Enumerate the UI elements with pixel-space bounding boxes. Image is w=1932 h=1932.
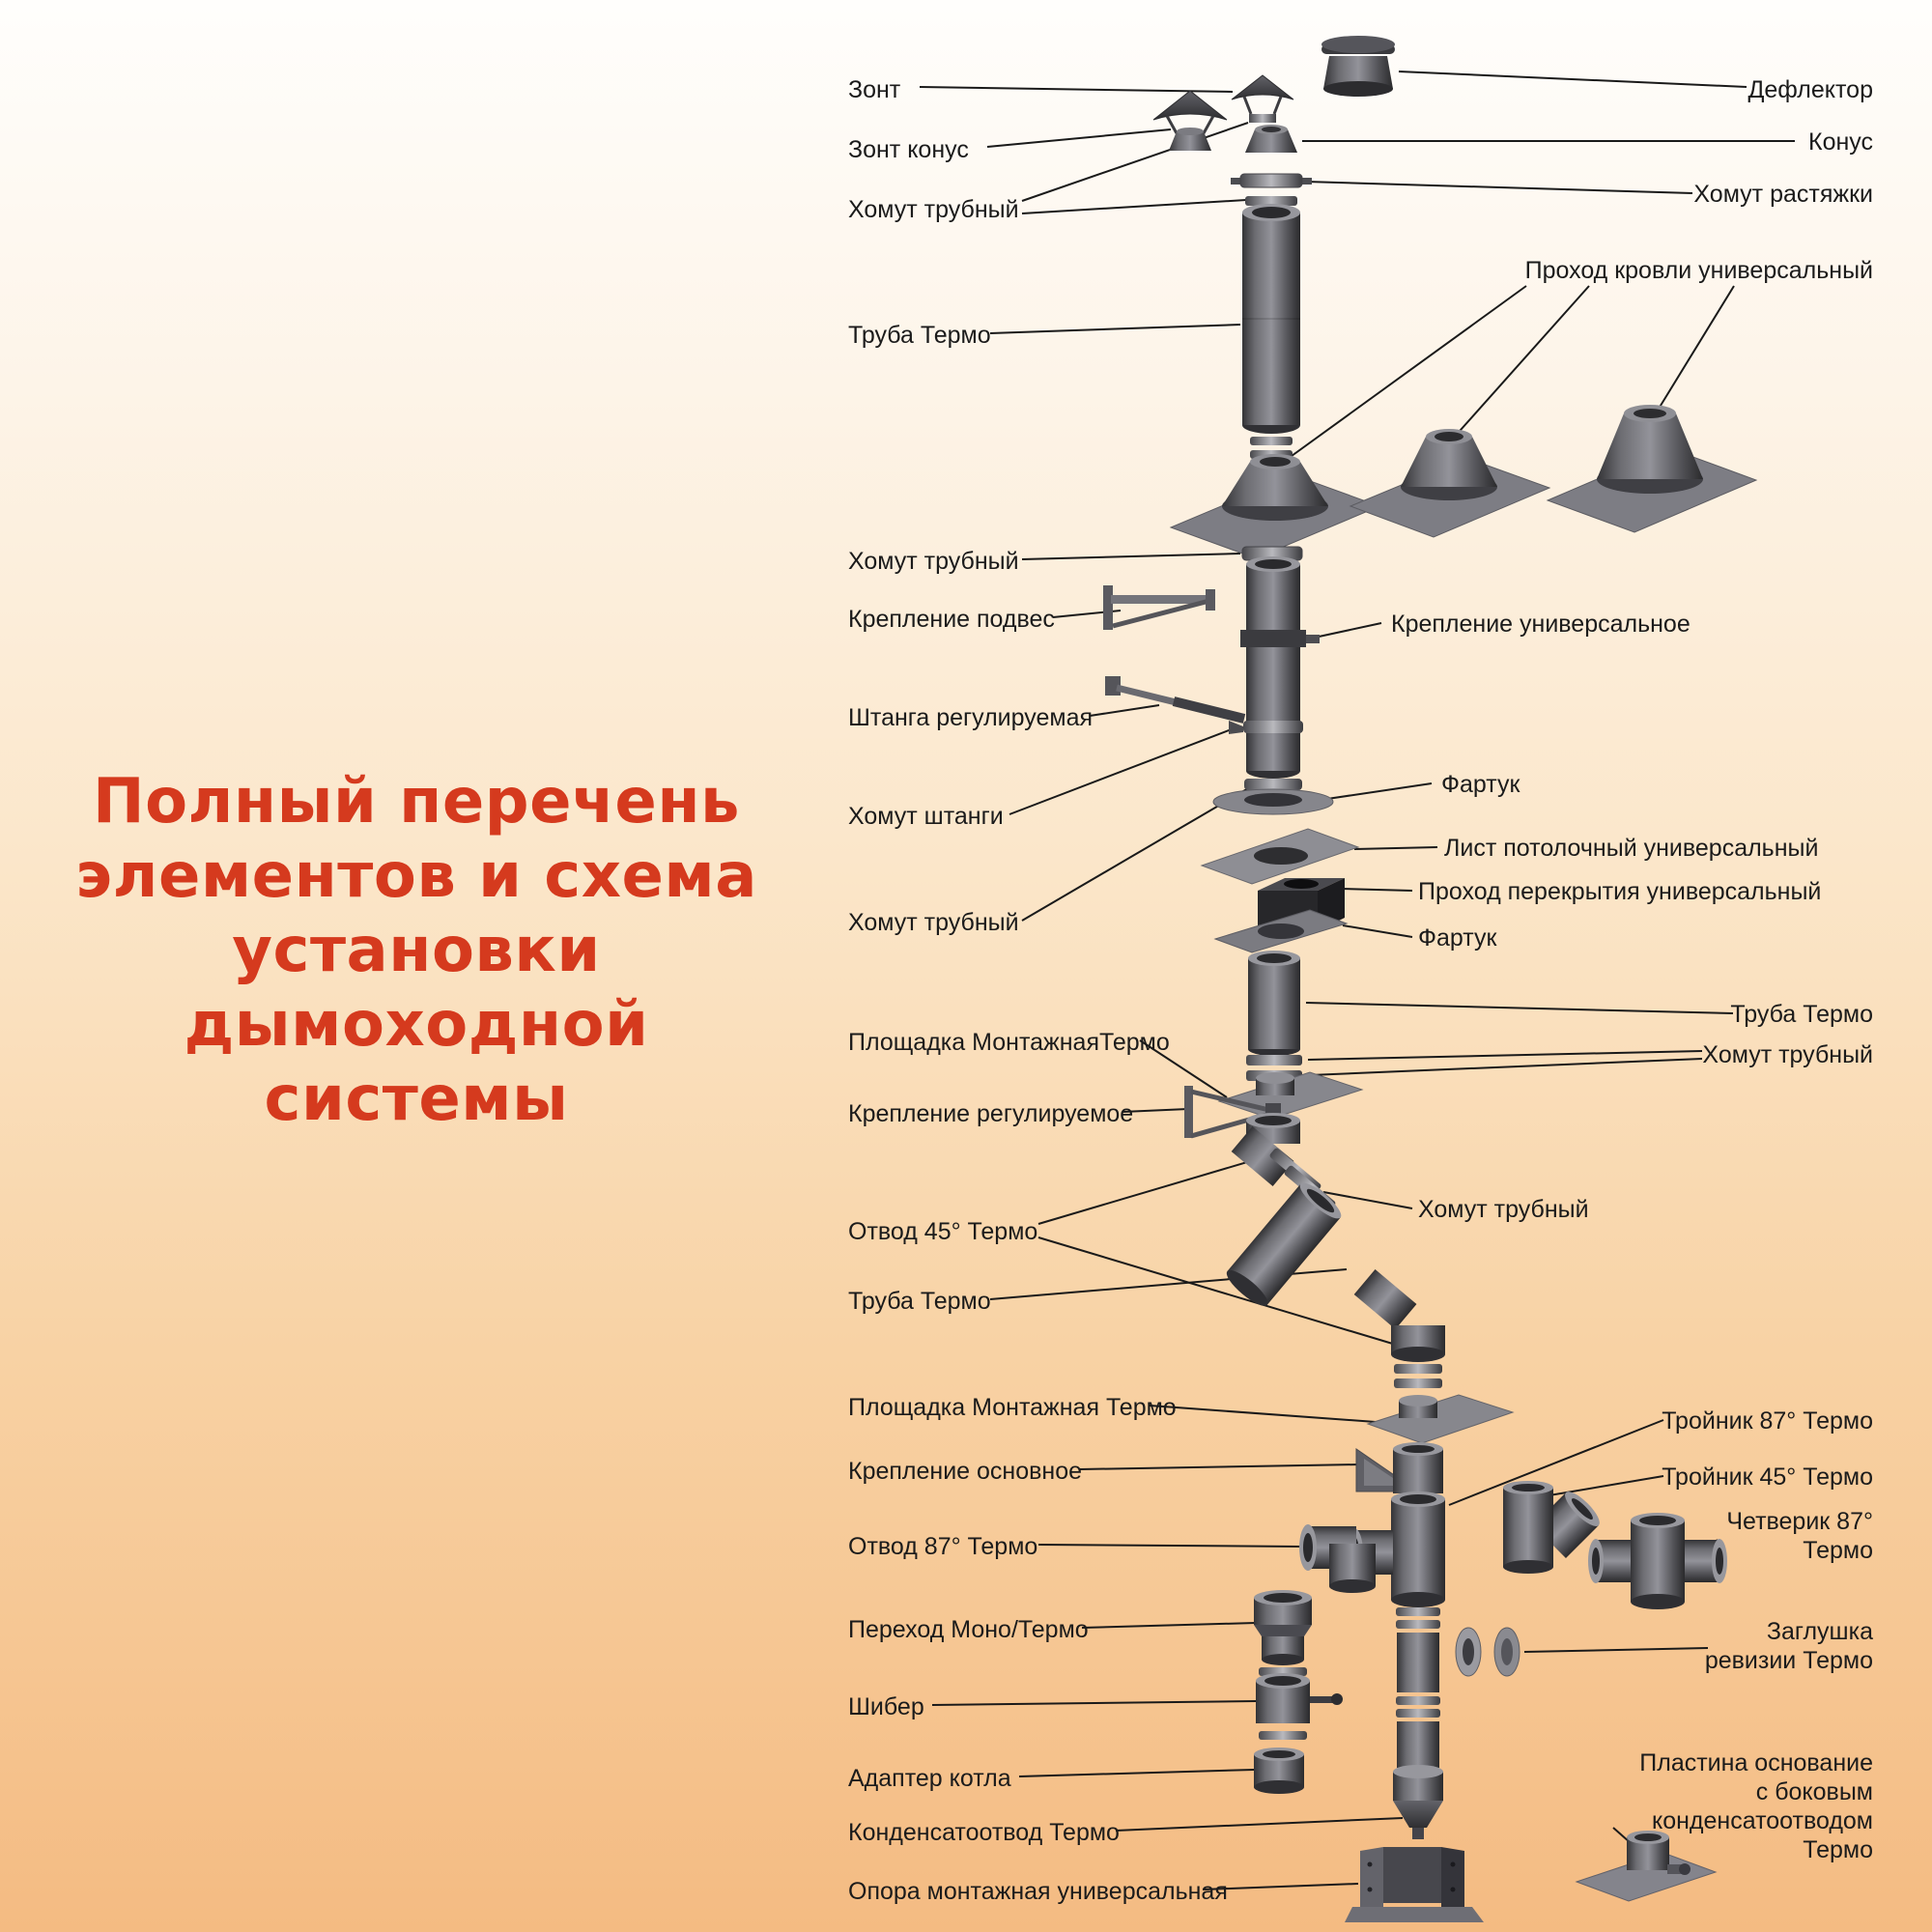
title-line-5: системы	[264, 1064, 569, 1135]
label-chetverik-87-termo: Четверик 87° Термо	[1726, 1508, 1873, 1564]
part-konus	[1245, 125, 1297, 153]
part-list-potolochny	[1200, 828, 1360, 885]
part-adapter-kotla	[1254, 1747, 1304, 1794]
part-truba-termo-1	[1242, 204, 1300, 434]
label-fartuk-1: Фартук	[1441, 771, 1520, 798]
part-homut-trubny-3	[1244, 779, 1302, 790]
label-kreplenie-universalnoe: Крепление универсальное	[1391, 611, 1690, 638]
label-shiber: Шибер	[848, 1693, 924, 1720]
part-perehod-mono-termo	[1254, 1590, 1312, 1665]
part-shiber	[1256, 1667, 1343, 1740]
label-fartuk-2: Фартук	[1418, 924, 1497, 952]
label-troinik-45-termo: Тройник 45° Термо	[1662, 1463, 1873, 1491]
label-homut-rastyazhki: Хомут растяжки	[1693, 181, 1873, 208]
part-joint-rings-2	[1394, 1364, 1442, 1388]
part-zaglushka-revizii	[1455, 1627, 1520, 1677]
label-truba-termo-3: Труба Термо	[1730, 1001, 1873, 1028]
label-opora-montazhnaya: Опора монтажная универсальная	[848, 1878, 1228, 1905]
leader-lines	[919, 71, 1795, 1890]
part-kondensatootvod	[1393, 1765, 1443, 1839]
part-truba-termo-2	[1246, 556, 1300, 779]
label-homut-trubny-1: Хомут трубный	[848, 196, 1019, 223]
title-line-4: дымоходной	[184, 989, 649, 1061]
label-zont: Зонт	[848, 76, 901, 103]
label-zaglushka-revizii: Заглушка ревизии Термо	[1704, 1618, 1873, 1674]
label-otvod-87-termo: Отвод 87° Термо	[848, 1533, 1038, 1560]
part-deflector	[1321, 36, 1395, 97]
label-kreplenie-reguliruemoe: Крепление регулируемое	[848, 1100, 1134, 1127]
part-truba-termo-3	[1248, 951, 1300, 1056]
part-zont	[1231, 74, 1294, 123]
label-kreplenie-osnovnoe: Крепление основное	[848, 1458, 1083, 1485]
part-kreplenie-podves	[1103, 585, 1215, 630]
part-otvod-45-1	[1231, 1113, 1300, 1187]
part-truba-termo-4	[1226, 1182, 1342, 1306]
part-zont-konus	[1152, 90, 1228, 151]
label-homut-shtangi: Хомут штанги	[848, 803, 1004, 830]
label-perehod-mono-termo: Переход Моно/Термо	[848, 1616, 1089, 1643]
part-otvod-87	[1299, 1524, 1376, 1593]
label-troinik-87-termo: Тройник 87° Термо	[1662, 1407, 1873, 1435]
label-ploshchadka-montazhnaya-1: Площадка МонтажнаяТермо	[848, 1029, 1170, 1056]
label-homut-trubny-2: Хомут трубный	[848, 548, 1019, 575]
label-homut-trubny-4: Хомут трубный	[1702, 1041, 1873, 1068]
part-homut-rastyazhki	[1231, 173, 1312, 188]
label-prohod-krovli: Проход кровли универсальный	[1524, 257, 1873, 284]
part-shtanga-reguliruemaya	[1105, 676, 1246, 724]
label-shtanga-reguliruemaya: Штанга регулируемая	[848, 704, 1094, 731]
label-otvod-45-termo: Отвод 45° Термо	[848, 1218, 1038, 1245]
part-truba-stub	[1393, 1442, 1443, 1493]
title-line-3: установки	[232, 915, 601, 986]
part-ploshchadka-montazhnaya-2	[1366, 1394, 1515, 1444]
part-prohod-krovli-2	[1349, 429, 1551, 538]
label-konus: Конус	[1808, 128, 1873, 156]
part-prohod-krovli-3	[1546, 405, 1758, 533]
part-homut-shtangi	[1229, 721, 1303, 734]
label-ploshchadka-montazhnaya-2: Площадка Монтажная Термо	[848, 1394, 1177, 1421]
label-kondensatootvod-termo: Конденсатоотвод Термо	[848, 1819, 1120, 1846]
part-ploshchadka-montazhnaya-1	[1217, 1071, 1364, 1120]
part-plastina-osnovanie	[1575, 1831, 1718, 1902]
label-homut-trubny-5: Хомут трубный	[1418, 1196, 1589, 1223]
part-chetverik-87	[1588, 1513, 1727, 1609]
title-line-1: Полный перечень	[93, 766, 740, 838]
label-truba-termo-1: Труба Термо	[848, 322, 991, 349]
part-prohod-krovli-1	[1169, 454, 1381, 559]
part-kreplenie-universalnoe	[1240, 630, 1320, 647]
page-title: Полный перечень элементов и схема устано…	[35, 765, 798, 1137]
label-kreplenie-podves: Крепление подвес	[848, 606, 1055, 633]
label-homut-trubny-3: Хомут трубный	[848, 909, 1019, 936]
label-adapter-kotla: Адаптер котла	[848, 1765, 1011, 1792]
part-fartuk-2	[1213, 909, 1349, 953]
part-otvod-45-2	[1353, 1269, 1445, 1362]
part-bottom-column	[1396, 1607, 1440, 1768]
label-prohod-perekrytiya: Проход перекрытия универсальный	[1418, 878, 1822, 905]
label-truba-termo-2: Труба Термо	[848, 1288, 991, 1315]
part-troinik-45	[1503, 1481, 1600, 1574]
part-homut-trubny-top	[1245, 196, 1297, 206]
part-opora-montazhnaya	[1345, 1847, 1484, 1922]
label-zont-konus: Зонт конус	[848, 136, 969, 163]
label-deflector: Дефлектор	[1747, 76, 1873, 103]
label-plastina-osnovanie: Пластина основание с боковым конденсатоо…	[1639, 1749, 1873, 1863]
title-line-2: элементов и схема	[75, 840, 757, 912]
part-fartuk-1	[1212, 788, 1334, 815]
label-list-potolochny: Лист потолочный универсальный	[1444, 835, 1819, 862]
